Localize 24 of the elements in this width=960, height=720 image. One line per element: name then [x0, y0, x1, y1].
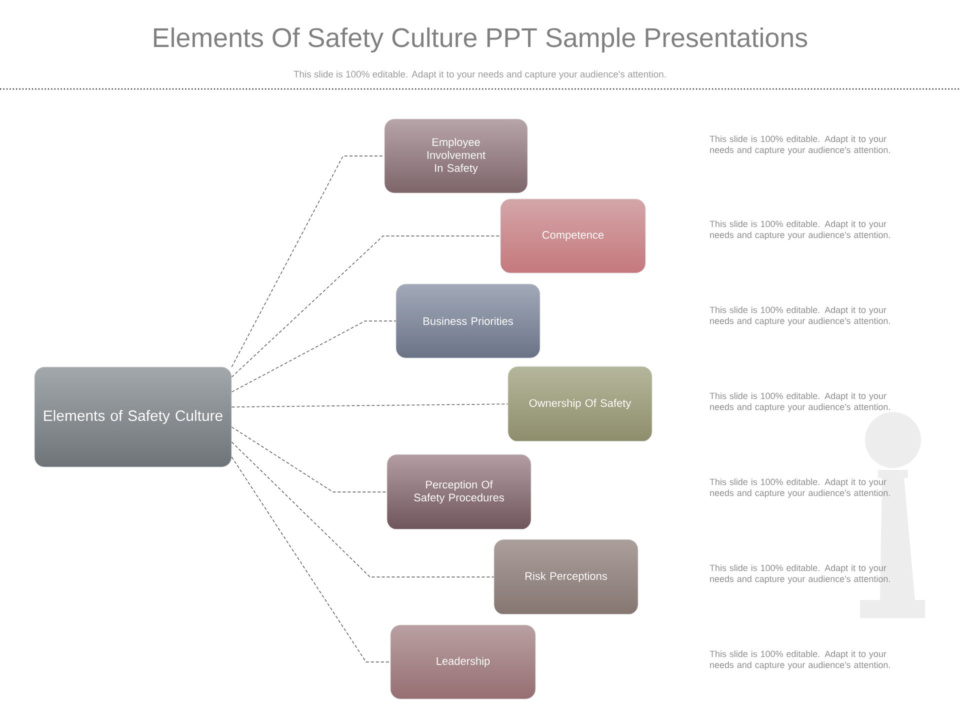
description-text: This slide is 100% editable. Adapt it to your needs and capture your audience's attention. [710, 564, 890, 584]
title: Elements Of Safety Culture PPT Sample Presentations [154, 27, 808, 53]
process-box: Perception Of Safety Procedures [386, 454, 532, 530]
description-text: This slide is 100% editable. Adapt it to your needs and capture your audience's attention. [710, 478, 890, 498]
connector-line [231, 442, 494, 578]
connector-line [231, 456, 391, 662]
connector-line [231, 426, 388, 492]
description-text: This slide is 100% editable. Adapt it to your needs and capture your audience's attention. [710, 650, 890, 670]
connector-line [231, 320, 396, 392]
description-text: This slide is 100% editable. Adapt it to your needs and capture your audience's attention. [710, 220, 890, 240]
process-box: Elements of Safety Culture [34, 366, 232, 468]
description-text: This slide is 100% editable. Adapt it to your needs and capture your audience's attention. [710, 136, 890, 155]
process-box: Ownership Of Safety [508, 366, 652, 442]
process-box: Employee Involvement In Safety [384, 118, 528, 194]
connector-line [231, 156, 385, 368]
process-box: Risk Perceptions [494, 539, 638, 615]
connector-line [231, 236, 501, 378]
process-box: Competence [500, 198, 646, 274]
subtitle: This slide is 100% editable. Adapt it to your needs and capture your audience's attention. [294, 70, 666, 80]
process-box: Business Priorities [396, 284, 540, 358]
connector-line [231, 404, 508, 408]
process-box: Leadership [390, 624, 536, 700]
description-text: This slide is 100% editable. Adapt it to your needs and capture your audience's attention. [710, 306, 890, 326]
description-text: This slide is 100% editable. Adapt it to your needs and capture your audience's attention. [710, 392, 890, 412]
